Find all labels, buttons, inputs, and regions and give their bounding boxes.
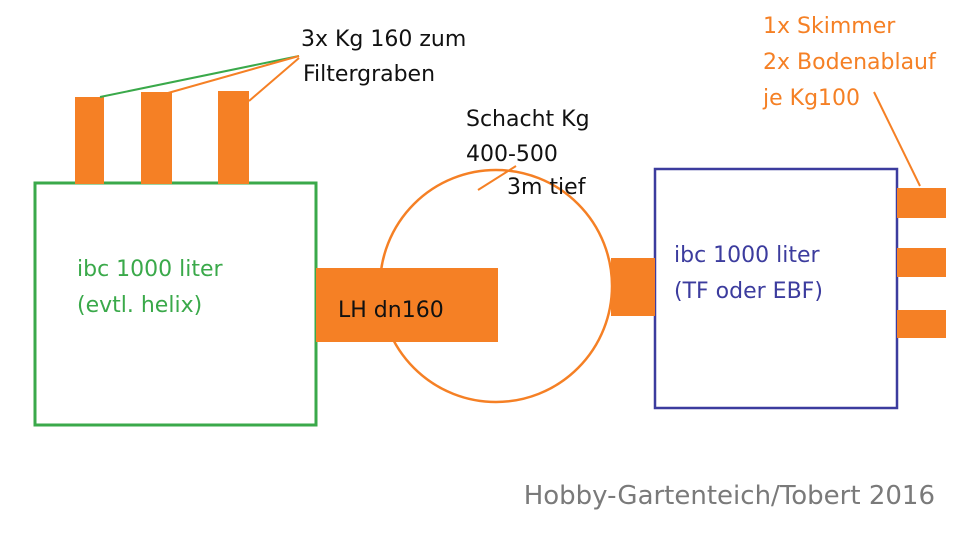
- pointer-line-green: [99, 55, 300, 98]
- shaft-label-line1: Schacht Kg: [466, 107, 590, 132]
- connector-pipe: [611, 258, 655, 316]
- pointer-line-orange-1: [167, 55, 300, 94]
- airlift-label: LH dn160: [338, 298, 444, 323]
- top-pipe-2: [141, 92, 172, 184]
- inlets-label-line3: je Kg100: [762, 86, 860, 111]
- ibc-left-label-line1: ibc 1000 liter: [77, 257, 224, 282]
- inlets-label-line1: 1x Skimmer: [763, 14, 896, 39]
- watermark-text: Hobby-Gartenteich/Tobert 2016: [524, 481, 935, 511]
- top-pipe-1: [75, 97, 104, 184]
- airlift-pipe: [316, 268, 498, 342]
- inlet-pipe-skimmer: [897, 188, 946, 218]
- shaft-label-line2: 400-500: [466, 142, 558, 167]
- pointer-line-orange-2: [248, 57, 300, 102]
- pointer-line-inlets: [873, 91, 921, 187]
- pipes-top-label-line2: Filtergraben: [303, 62, 435, 87]
- pointer-line-shaft: [477, 165, 517, 191]
- pipes-top-label-line1: 3x Kg 160 zum: [301, 27, 466, 52]
- inlet-pipe-drain-2: [897, 310, 946, 338]
- ibc-right-label-line2: (TF oder EBF): [674, 279, 823, 304]
- shaft-label-line3: 3m tief: [507, 175, 587, 200]
- inlet-pipe-drain-1: [897, 248, 946, 277]
- ibc-right-label-line1: ibc 1000 liter: [674, 243, 821, 268]
- ibc-left-label-line2: (evtl. helix): [77, 293, 202, 318]
- inlets-label-line2: 2x Bodenablauf: [763, 50, 937, 75]
- top-pipe-3: [218, 91, 249, 184]
